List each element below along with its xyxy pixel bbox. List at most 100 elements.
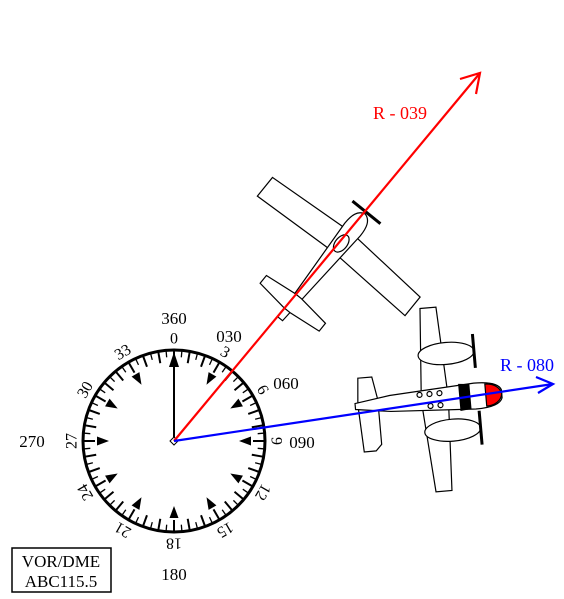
compass-tick bbox=[232, 499, 239, 506]
compass-tick bbox=[103, 381, 115, 391]
compass-tick bbox=[127, 361, 136, 374]
compass-tick bbox=[241, 394, 254, 403]
compass-dial-number: 12 bbox=[251, 481, 274, 503]
compass-dial-number: 6 bbox=[253, 382, 272, 397]
compass-arrow bbox=[131, 372, 142, 385]
compass-tick bbox=[84, 453, 97, 458]
blue-radial-arrowhead bbox=[535, 375, 556, 394]
compass-tick bbox=[247, 467, 260, 474]
compass-dial-number: 27 bbox=[64, 433, 81, 449]
compass-tick bbox=[114, 500, 124, 512]
compass-arrow bbox=[206, 372, 217, 385]
compass-tick bbox=[186, 351, 191, 364]
compass-tick bbox=[165, 524, 168, 532]
compass-arrow bbox=[206, 497, 217, 510]
compass-arrow bbox=[239, 436, 251, 446]
compass-dial-number: 24 bbox=[74, 481, 97, 503]
compass-dial-numbers: 0 3 6 9 12 15 18 21 24 27 30 33 bbox=[64, 331, 285, 552]
compass-tick bbox=[91, 401, 99, 407]
heading-label-270: 270 bbox=[19, 432, 45, 451]
red-radial-arrowhead bbox=[459, 71, 482, 95]
compass-tick bbox=[134, 358, 140, 366]
compass-tick bbox=[165, 350, 168, 358]
compass-tick bbox=[141, 514, 148, 527]
compass-tick bbox=[208, 516, 214, 524]
compass-dial-number: 3 bbox=[217, 343, 232, 362]
radial-label-blue: R - 080 bbox=[500, 355, 554, 375]
compass-tick bbox=[212, 361, 221, 374]
compass-tick bbox=[195, 521, 199, 530]
compass-arrow bbox=[105, 398, 118, 409]
compass-tick bbox=[83, 432, 91, 435]
compass-tick bbox=[224, 500, 234, 512]
station-type-label: VOR/DME bbox=[22, 552, 100, 571]
heading-label-360: 360 bbox=[161, 309, 187, 328]
compass-arrow bbox=[131, 497, 142, 510]
compass-dial-number: 18 bbox=[166, 535, 182, 552]
compass-dial-number: 9 bbox=[268, 437, 285, 445]
compass-rose-icon: 0 3 6 9 12 15 18 21 24 27 30 33 bbox=[64, 331, 285, 552]
compass-tick bbox=[254, 416, 263, 420]
compass-tick bbox=[88, 467, 101, 474]
compass-arrow bbox=[230, 473, 243, 484]
compass-tick bbox=[88, 408, 101, 415]
compass-tick bbox=[127, 508, 136, 521]
compass-tick bbox=[85, 462, 94, 466]
compass-tick bbox=[221, 509, 227, 516]
compass-dial-number: 15 bbox=[214, 518, 236, 541]
compass-tick bbox=[180, 524, 183, 532]
twin-engine-airplane-icon bbox=[354, 306, 503, 493]
compass-tick bbox=[221, 366, 227, 373]
compass-tick bbox=[157, 518, 162, 531]
compass-tick bbox=[103, 491, 115, 501]
compass-tick bbox=[186, 518, 191, 531]
compass-tick bbox=[91, 475, 99, 481]
compass-tick bbox=[242, 488, 249, 494]
compass-tick bbox=[200, 355, 207, 368]
compass-arrows bbox=[97, 372, 251, 518]
red-radial bbox=[173, 71, 482, 442]
compass-tick bbox=[242, 388, 249, 394]
compass-tick bbox=[200, 514, 207, 527]
compass-tick bbox=[109, 376, 116, 383]
compass-tick bbox=[233, 381, 245, 391]
compass-tick bbox=[257, 447, 265, 450]
compass-tick bbox=[149, 352, 153, 361]
compass-tick bbox=[254, 462, 263, 466]
north-needle-head bbox=[169, 352, 179, 367]
compass-tick bbox=[241, 479, 254, 488]
compass-tick bbox=[99, 488, 106, 494]
compass-dial-number: 33 bbox=[112, 341, 134, 364]
compass-tick bbox=[233, 491, 245, 501]
compass-tick bbox=[251, 424, 264, 429]
heading-label-060: 060 bbox=[273, 374, 299, 393]
compass-tick bbox=[84, 424, 97, 429]
blue-radial bbox=[173, 375, 556, 443]
compass-tick bbox=[251, 453, 264, 458]
station-id-box: VOR/DME ABC115.5 bbox=[11, 547, 112, 593]
compass-arrow bbox=[230, 398, 243, 409]
compass-dial-number: 30 bbox=[74, 379, 97, 401]
compass-arrow bbox=[97, 436, 109, 446]
compass-tick bbox=[114, 370, 124, 382]
heading-label-030: 030 bbox=[216, 327, 242, 346]
compass-tick bbox=[157, 351, 162, 364]
compass-tick bbox=[121, 509, 127, 516]
compass-tick bbox=[85, 416, 94, 420]
compass-tick bbox=[249, 401, 257, 407]
compass-tick bbox=[121, 366, 127, 373]
compass-arrow bbox=[105, 473, 118, 484]
compass-tick bbox=[83, 447, 91, 450]
compass-dial-number: 21 bbox=[112, 518, 134, 541]
compass-tick bbox=[141, 355, 148, 368]
radial-label-red: R - 039 bbox=[373, 103, 427, 123]
compass-tick bbox=[212, 508, 221, 521]
compass-tick bbox=[208, 358, 214, 366]
compass-dial-number: 0 bbox=[170, 331, 178, 348]
compass-tick bbox=[180, 350, 183, 358]
compass-tick bbox=[134, 516, 140, 524]
compass-tick bbox=[109, 499, 116, 506]
compass-tick bbox=[257, 432, 265, 435]
compass-tick bbox=[94, 394, 107, 403]
